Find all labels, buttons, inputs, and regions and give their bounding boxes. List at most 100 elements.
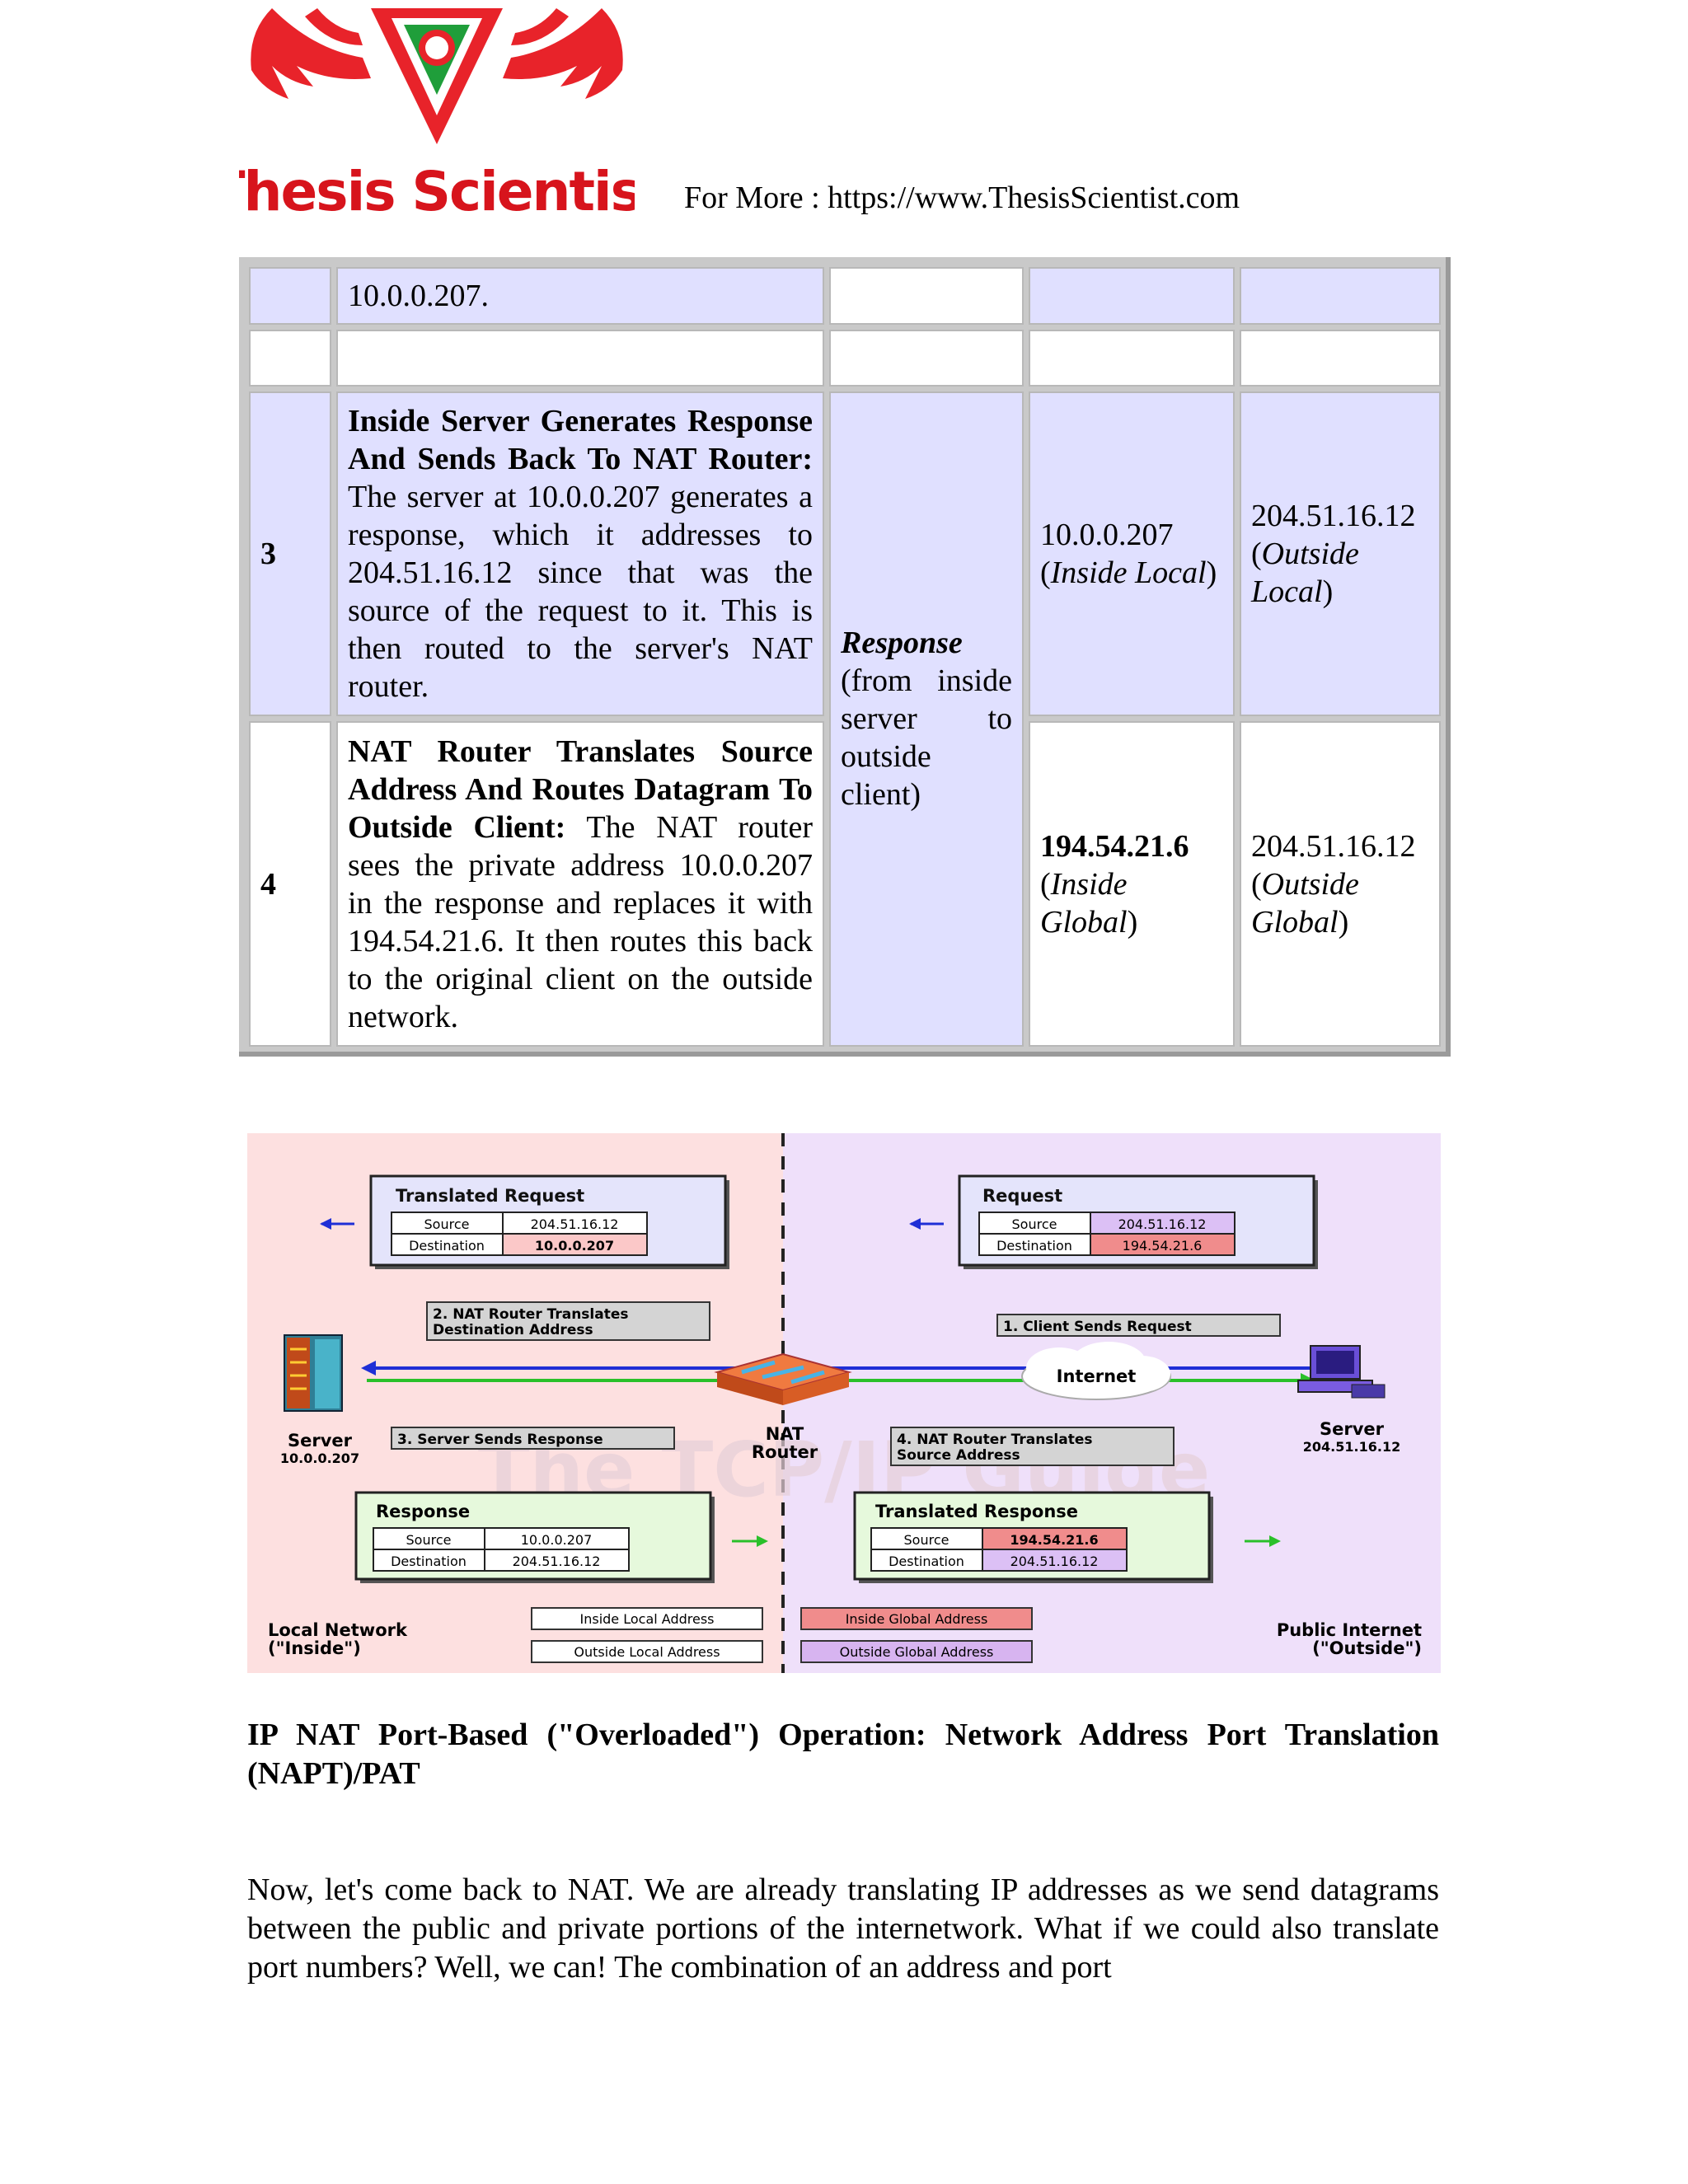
svg-text:Inside Local Address: Inside Local Address bbox=[580, 1611, 715, 1627]
table-cell bbox=[1240, 267, 1441, 326]
svg-text:1. Client Sends Request: 1. Client Sends Request bbox=[1003, 1319, 1192, 1335]
inside-server-ip: 10.0.0.207 bbox=[280, 1451, 359, 1466]
step1-label: 1. Client Sends Request bbox=[996, 1314, 1281, 1337]
legend-outside-global: Outside Global Address bbox=[800, 1640, 1033, 1663]
step-description: Inside Server Generates Response And Sen… bbox=[336, 391, 824, 717]
source-value: 10.0.0.207 bbox=[521, 1532, 593, 1548]
step-number: 3 bbox=[249, 391, 331, 717]
destination-value: 10.0.0.207 bbox=[535, 1238, 614, 1254]
svg-text:Destination Address: Destination Address bbox=[433, 1322, 593, 1338]
inside-server-label: Server bbox=[288, 1431, 353, 1451]
translated-response-box: Translated Response Source 194.54.21.6 D… bbox=[853, 1491, 1213, 1583]
table-row: 3 Inside Server Generates Response And S… bbox=[249, 391, 1441, 1047]
box-title: Request bbox=[982, 1186, 1062, 1206]
step-title: Inside Server Generates Response And Sen… bbox=[348, 404, 813, 477]
step-body: The server at 10.0.0.207 generates a res… bbox=[348, 480, 813, 705]
table-cell bbox=[829, 330, 1024, 387]
section-heading: IP NAT Port-Based ("Overloaded") Operati… bbox=[247, 1718, 1439, 1791]
table-row: 10.0.0.207. bbox=[249, 267, 1441, 326]
translated-request-box: Translated Request Source 204.51.16.12 D… bbox=[369, 1174, 729, 1269]
table-cell bbox=[1029, 330, 1235, 387]
step2-label: 2. NAT Router Translates Destination Add… bbox=[426, 1301, 710, 1341]
destination-value: 204.51.16.12 bbox=[513, 1554, 601, 1569]
legend-inside-local: Inside Local Address bbox=[531, 1607, 763, 1630]
table-cell bbox=[829, 267, 1024, 326]
destination-label: Destination bbox=[391, 1554, 467, 1569]
table-row: 4 NAT Router Translates Source Address A… bbox=[249, 721, 1441, 1047]
svg-text:Source Address: Source Address bbox=[897, 1447, 1020, 1464]
destination-label: Destination bbox=[889, 1554, 964, 1569]
body-paragraph: Now, let's come back to NAT. We are alre… bbox=[247, 1872, 1439, 1985]
destination-address-cell: 204.51.16.12(Outside Local) bbox=[1240, 391, 1441, 717]
public-internet-label: Public Internet bbox=[1277, 1620, 1422, 1640]
source-value: 194.54.21.6 bbox=[1010, 1532, 1098, 1548]
logo-text: Thesis Scientist bbox=[239, 160, 635, 223]
nat-steps-table: 10.0.0.207. 3 Inside Server Generates Re… bbox=[239, 257, 1451, 1057]
for-more-link-text: For More : https://www.ThesisScientist.c… bbox=[684, 180, 1240, 215]
source-address-cell: 10.0.0.207(Inside Local) bbox=[1029, 391, 1235, 717]
step-body: The NAT router sees the private address … bbox=[348, 809, 813, 1034]
nat-router-icon bbox=[714, 1352, 852, 1405]
destination-value: 204.51.16.12 bbox=[1010, 1554, 1099, 1569]
nat-router-label: NAT bbox=[766, 1424, 804, 1444]
destination-address-type: Outside Global bbox=[1251, 866, 1359, 940]
svg-text:3. Server Sends Response: 3. Server Sends Response bbox=[397, 1432, 603, 1448]
public-internet-label-2: ("Outside") bbox=[1312, 1638, 1422, 1658]
source-label: Source bbox=[1012, 1216, 1057, 1232]
svg-text:2. NAT Router Translates: 2. NAT Router Translates bbox=[433, 1306, 629, 1323]
box-title: Translated Response bbox=[875, 1502, 1078, 1521]
source-label: Source bbox=[424, 1216, 470, 1232]
destination-address-type: Outside Local bbox=[1251, 537, 1359, 610]
table-cell bbox=[1240, 330, 1441, 387]
source-value: 204.51.16.12 bbox=[531, 1216, 619, 1232]
source-address-type: Inside Global bbox=[1040, 866, 1128, 940]
step-title: NAT Router Translates Source Address And… bbox=[348, 733, 813, 845]
svg-text:Outside Global Address: Outside Global Address bbox=[840, 1644, 994, 1660]
destination-address: 204.51.16.12 bbox=[1251, 499, 1416, 534]
request-box: Request Source 204.51.16.12 Destination … bbox=[958, 1174, 1318, 1269]
nat-operation-diagram: The TCP/IP Guide Translated Request Sour… bbox=[247, 1133, 1441, 1673]
table-cell bbox=[249, 267, 331, 326]
table-cell: 10.0.0.207. bbox=[336, 267, 824, 326]
internet-cloud-icon bbox=[1021, 1342, 1171, 1400]
phase-title: Response bbox=[841, 626, 963, 661]
table-cell bbox=[336, 330, 824, 387]
local-network-label: Local Network bbox=[268, 1620, 408, 1640]
source-address: 194.54.21.6 bbox=[1040, 828, 1189, 864]
source-label: Source bbox=[406, 1532, 452, 1548]
local-network-label-2: ("Inside") bbox=[268, 1638, 361, 1658]
svg-text:Inside Global Address: Inside Global Address bbox=[846, 1611, 988, 1627]
destination-label: Destination bbox=[409, 1238, 485, 1254]
box-title: Translated Request bbox=[396, 1186, 584, 1206]
source-address-type: Inside Local bbox=[1050, 555, 1207, 591]
source-address-cell: 194.54.21.6(Inside Global) bbox=[1029, 721, 1235, 1047]
source-label: Source bbox=[904, 1532, 950, 1548]
nat-router-label-2: Router bbox=[752, 1442, 818, 1462]
table-cell bbox=[1029, 267, 1235, 326]
table-cell bbox=[249, 330, 331, 387]
response-box: Response Source 10.0.0.207 Destination 2… bbox=[354, 1491, 715, 1583]
step-description: NAT Router Translates Source Address And… bbox=[336, 721, 824, 1047]
source-address: 10.0.0.207 bbox=[1040, 518, 1174, 553]
phase-body: (from inside server to outside client) bbox=[841, 663, 1012, 813]
legend-inside-global: Inside Global Address bbox=[800, 1607, 1033, 1630]
destination-address: 204.51.16.12 bbox=[1251, 828, 1416, 864]
phase-cell: Response (from inside server to outside … bbox=[829, 391, 1024, 1047]
inside-server-icon bbox=[284, 1334, 343, 1412]
destination-address-cell: 204.51.16.12(Outside Global) bbox=[1240, 721, 1441, 1047]
table-row bbox=[249, 330, 1441, 387]
destination-label: Destination bbox=[996, 1238, 1072, 1254]
source-value: 204.51.16.12 bbox=[1118, 1216, 1207, 1232]
box-title: Response bbox=[376, 1502, 470, 1521]
destination-value: 194.54.21.6 bbox=[1123, 1238, 1203, 1254]
outside-server-ip: 204.51.16.12 bbox=[1303, 1439, 1400, 1455]
internet-label: Internet bbox=[1057, 1366, 1137, 1386]
step3-label: 3. Server Sends Response bbox=[391, 1427, 675, 1450]
step4-label: 4. NAT Router Translates Source Address bbox=[890, 1427, 1175, 1466]
outside-client-icon bbox=[1297, 1345, 1386, 1399]
outside-server-label: Server bbox=[1320, 1419, 1385, 1439]
step-number: 4 bbox=[249, 721, 331, 1047]
svg-text:Outside Local Address: Outside Local Address bbox=[574, 1644, 720, 1660]
legend-outside-local: Outside Local Address bbox=[531, 1640, 763, 1663]
svg-text:4. NAT Router Translates: 4. NAT Router Translates bbox=[897, 1432, 1093, 1448]
